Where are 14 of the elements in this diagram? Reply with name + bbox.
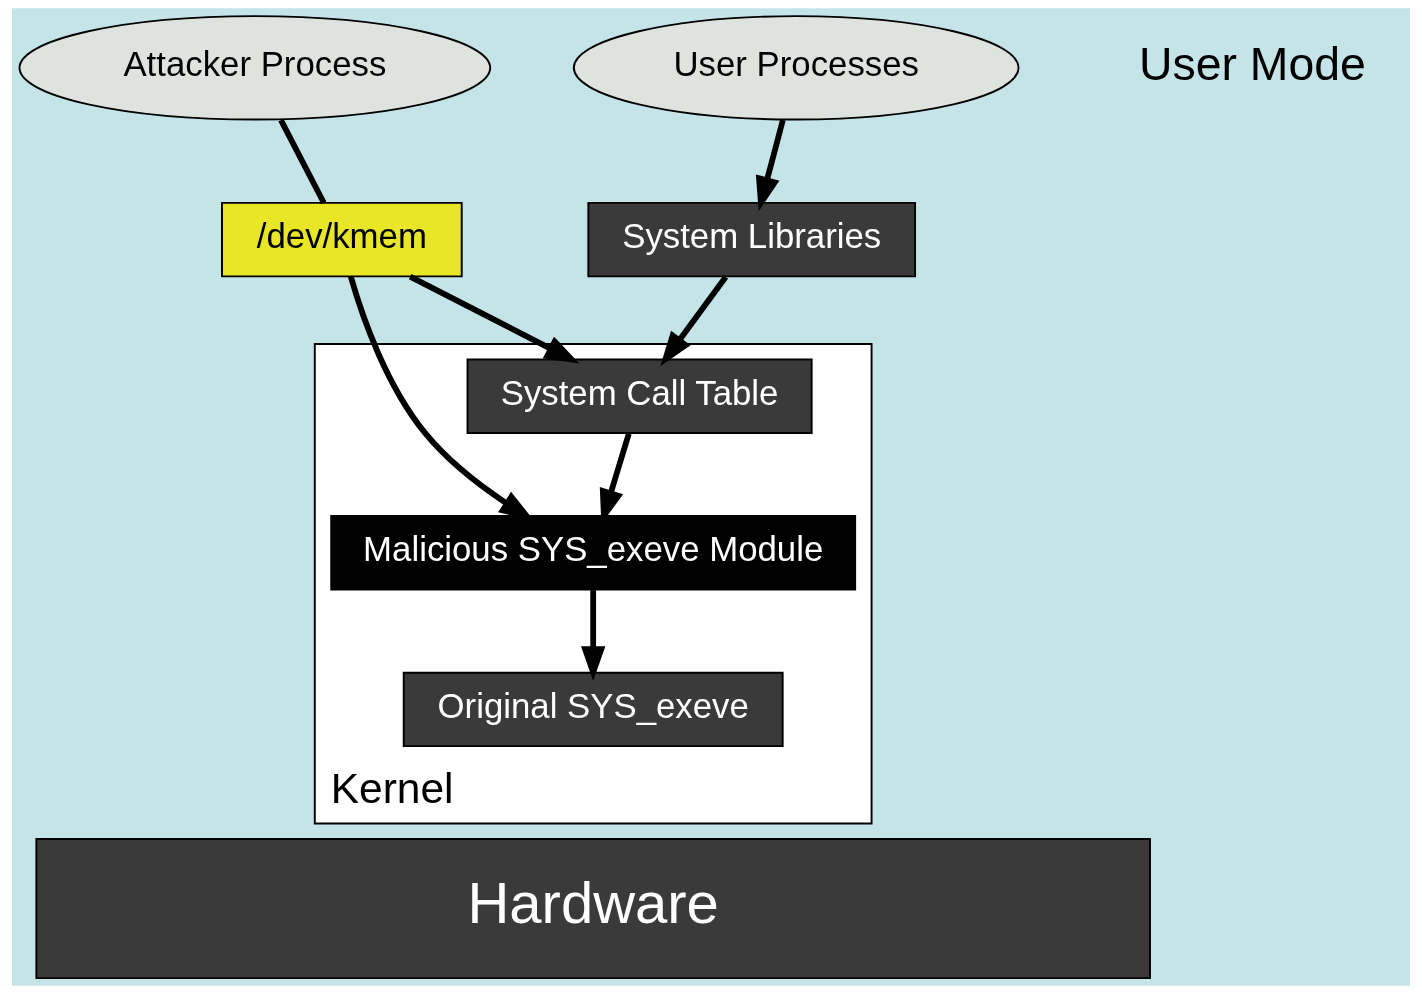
node-box: System Libraries: [587, 201, 917, 278]
arrow: [755, 119, 786, 212]
node-box: Original SYS_exeve: [402, 671, 784, 748]
arrow: [660, 275, 729, 367]
connector: [278, 118, 327, 205]
node-ellipse: User Processes: [572, 15, 1020, 121]
arrow: [581, 590, 606, 682]
node-box: Malicious SYS_exeve Module: [330, 515, 857, 591]
label: User Mode: [1139, 37, 1366, 90]
node-box: Hardware: [35, 837, 1151, 980]
node-box: /dev/kmem: [221, 201, 463, 278]
arrow: [408, 274, 580, 364]
node-ellipse: Attacker Process: [18, 15, 492, 121]
node-box: System Call Table: [466, 358, 813, 434]
